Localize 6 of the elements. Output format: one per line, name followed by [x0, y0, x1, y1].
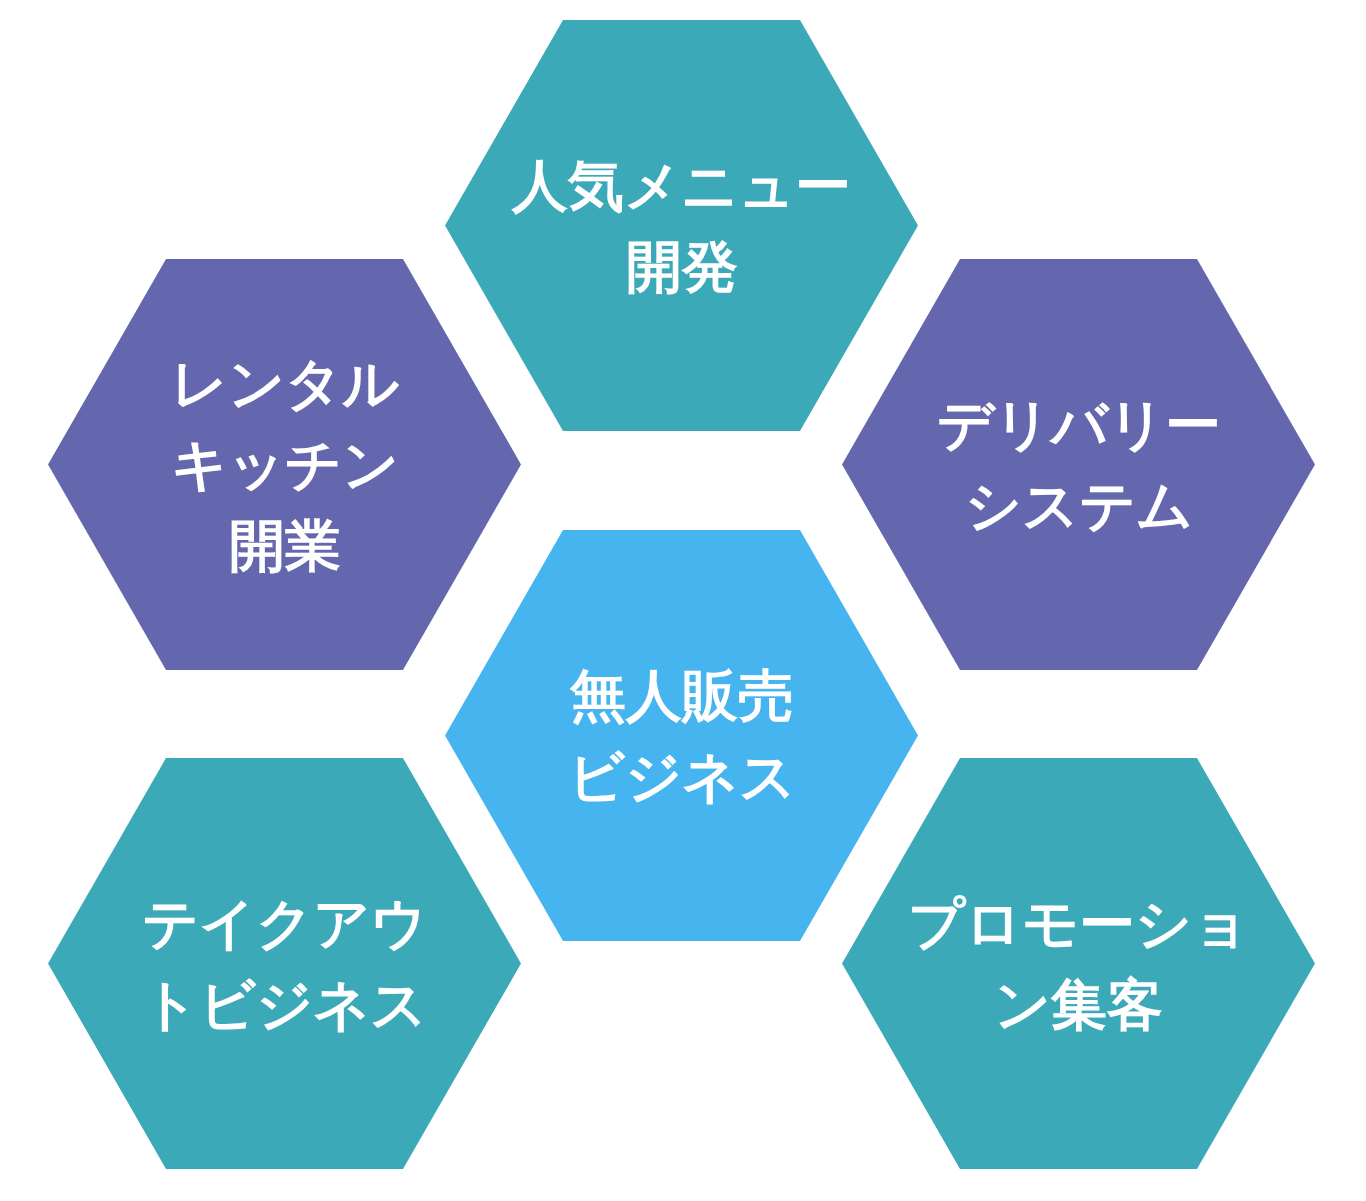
hexagon-label: デリバリーシステム — [936, 390, 1221, 540]
hexagon-label: テイクアウトビジネス — [141, 889, 428, 1039]
hexagon-label: 人気メニュー開発 — [511, 151, 852, 301]
hexagon-label: 無人販売ビジネス — [567, 661, 796, 811]
hexagon-label: レンタルキッチン開業 — [170, 349, 399, 581]
hexagon-label: プロモーション集客 — [907, 889, 1250, 1039]
